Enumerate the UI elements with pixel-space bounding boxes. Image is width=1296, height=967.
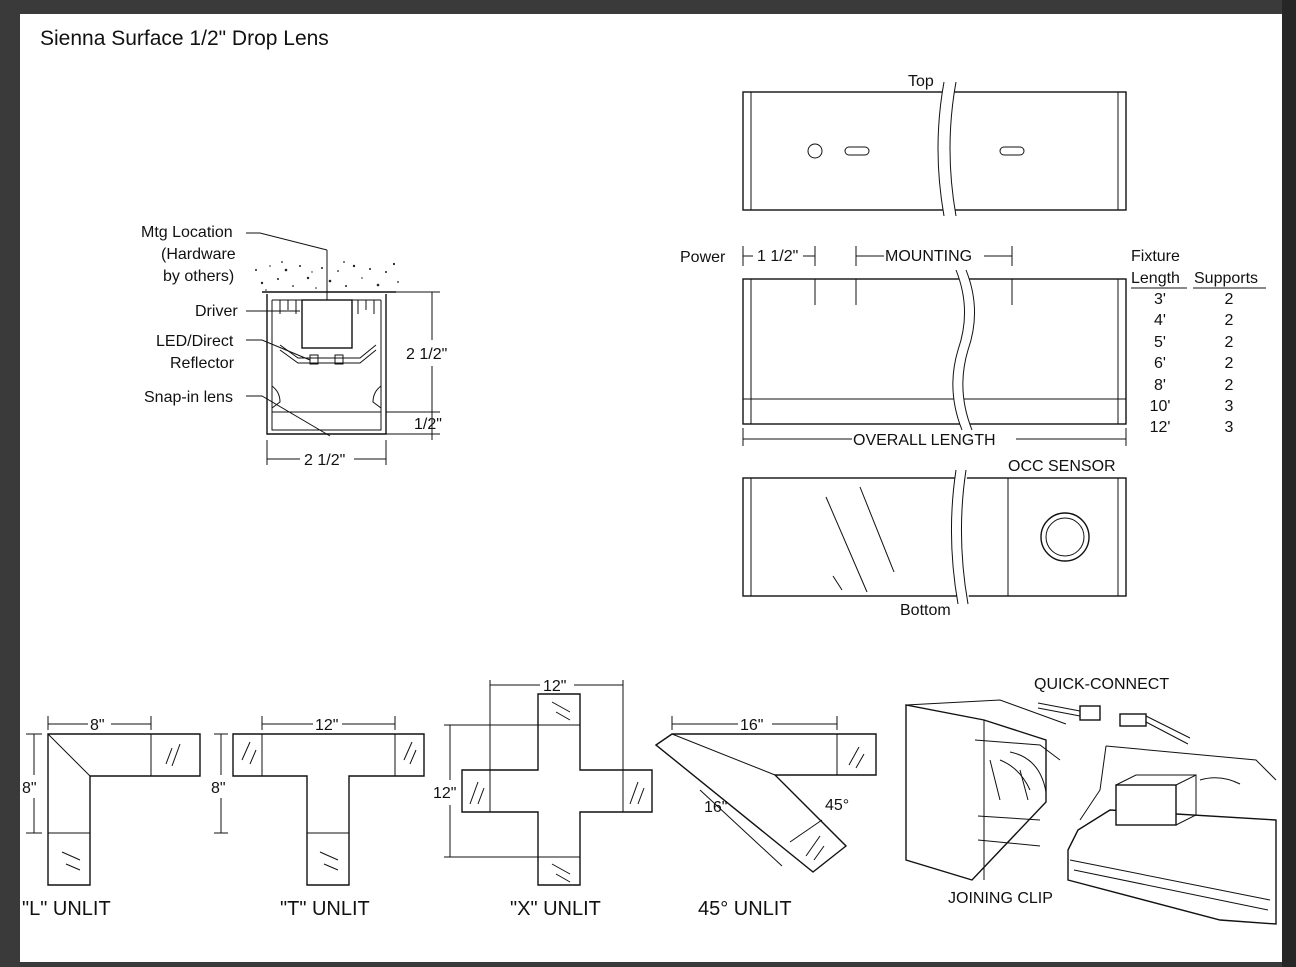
drop-dim: 1/2"	[414, 416, 442, 433]
x-width-dim: 12"	[543, 678, 566, 695]
bottom-view: OCC SENSOR Bottom	[742, 458, 1127, 619]
page-frame	[1282, 0, 1296, 967]
power-label: Power	[680, 249, 726, 266]
slot	[999, 146, 1025, 156]
page-title: Sienna Surface 1/2" Drop Lens	[40, 27, 329, 50]
table-row: 12' 3	[1150, 419, 1234, 436]
table-row: 5' 2	[1154, 334, 1234, 351]
table-row: 6' 2	[1154, 355, 1234, 372]
table-row: 3' 2	[1154, 291, 1234, 308]
overall-length-dim: OVERALL LENGTH	[853, 432, 996, 449]
table-header-fixture: Fixture	[1131, 248, 1180, 265]
l-height-dim: 8"	[22, 780, 37, 797]
table-cell-length: 10'	[1150, 398, 1171, 415]
deg45-unlit-label: 45° UNLIT	[698, 898, 792, 920]
connector-icon	[1079, 705, 1101, 721]
table-cell-length: 8'	[1154, 377, 1166, 394]
snap-in-lens-label: Snap-in lens	[144, 389, 233, 406]
deg45-unlit-diagram: 16" 16" 45° 45° UNLIT	[654, 716, 877, 920]
table-cell-length: 12'	[1150, 419, 1171, 436]
table-cell-supports: 3	[1225, 398, 1234, 415]
ceiling-texture	[250, 261, 400, 293]
top-view: Top	[742, 73, 1127, 217]
t-width-dim: 12"	[315, 717, 338, 734]
table-header-length: Length	[1131, 270, 1180, 287]
joining-detail: QUICK-CONNECT JOINING CLIP	[905, 676, 1277, 925]
x-unlit-diagram: 12" 12" "X" UNLIT	[433, 678, 653, 920]
table-row: 4' 2	[1154, 312, 1234, 329]
offset-dim: 1 1/2"	[757, 248, 798, 265]
t-unlit-label: "T" UNLIT	[280, 898, 370, 920]
side-view: Power 1 1/2" MOUNTING OVERALL LENGTH	[680, 246, 1127, 449]
joining-clip-block	[1115, 784, 1177, 826]
top-label: Top	[908, 73, 934, 90]
l-unlit-label: "L" UNLIT	[22, 898, 111, 920]
occ-sensor-icon	[1040, 512, 1090, 562]
t-height-dim: 8"	[211, 780, 226, 797]
table-row: 10' 3	[1150, 398, 1234, 415]
table-cell-supports: 2	[1225, 377, 1234, 394]
table-cell-length: 6'	[1154, 355, 1166, 372]
quick-connect-label: QUICK-CONNECT	[1034, 676, 1169, 693]
led-label-2: Reflector	[170, 355, 235, 372]
joining-clip-label: JOINING CLIP	[948, 890, 1053, 907]
drawing-sheet	[20, 14, 1282, 962]
t-unlit-diagram: 12" 8" "T" UNLIT	[211, 716, 425, 920]
connector-icon	[1119, 713, 1147, 727]
section-view: Mtg Location (Hardware by others) Driver…	[141, 224, 447, 469]
driver-label: Driver	[195, 303, 238, 320]
table-cell-supports: 2	[1225, 334, 1234, 351]
deg45-diag-dim: 16"	[704, 799, 727, 816]
table-cell-length: 5'	[1154, 334, 1166, 351]
occ-sensor-label: OCC SENSOR	[1008, 458, 1116, 475]
table-cell-supports: 3	[1225, 419, 1234, 436]
mounting-dim: MOUNTING	[885, 248, 972, 265]
l-unlit-diagram: 8" 8" "L" UNLIT	[22, 716, 201, 920]
mtg-location-label-1: Mtg Location	[141, 224, 233, 241]
table-row: 8' 2	[1154, 377, 1234, 394]
table-cell-supports: 2	[1225, 291, 1234, 308]
x-height-dim: 12"	[433, 785, 456, 802]
table-cell-supports: 2	[1225, 355, 1234, 372]
supports-table: Fixture Length Supports 3' 2 4' 2 5' 2 6…	[1131, 248, 1266, 436]
l-width-dim: 8"	[90, 717, 105, 734]
deg45-angle: 45°	[825, 797, 849, 814]
mtg-location-label-2: (Hardware	[161, 246, 236, 263]
width-dim: 2 1/2"	[304, 452, 345, 469]
table-cell-supports: 2	[1225, 312, 1234, 329]
mtg-location-label-3: by others)	[163, 268, 234, 285]
mounting-hole	[807, 143, 823, 159]
led-label-1: LED/Direct	[156, 333, 234, 350]
table-header-supports: Supports	[1194, 270, 1258, 287]
deg45-width-dim: 16"	[740, 717, 763, 734]
height-dim: 2 1/2"	[406, 346, 447, 363]
table-cell-length: 3'	[1154, 291, 1166, 308]
x-unlit-label: "X" UNLIT	[510, 898, 601, 920]
driver-box	[301, 299, 353, 349]
table-cell-length: 4'	[1154, 312, 1166, 329]
slot	[844, 146, 870, 156]
bottom-label: Bottom	[900, 602, 951, 619]
